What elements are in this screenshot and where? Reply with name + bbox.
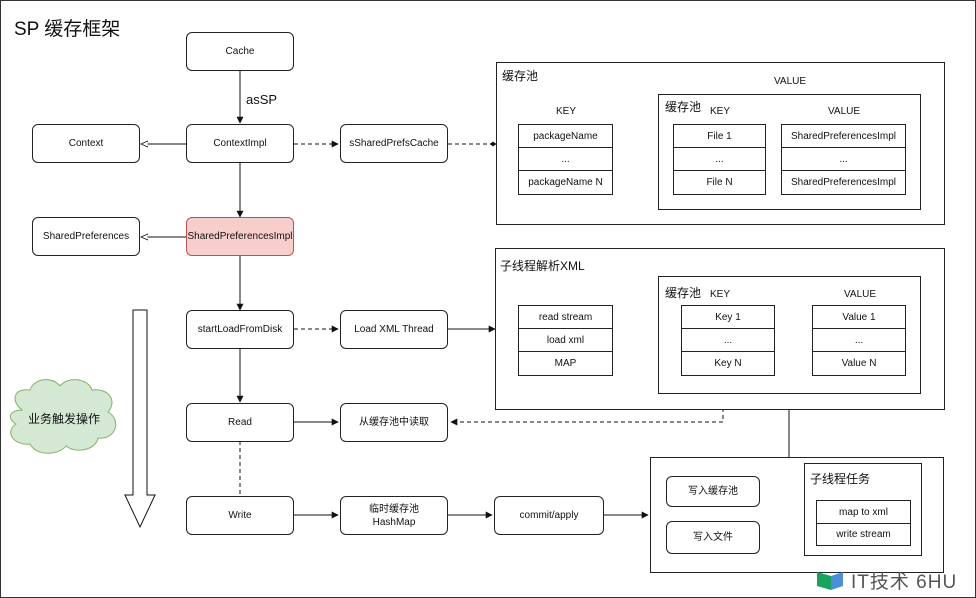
watermark-logo-icon bbox=[817, 572, 843, 590]
thread-inner-key-header: KEY bbox=[710, 289, 731, 300]
pool-value-cell: ... bbox=[781, 147, 906, 171]
thread-value-cell: Value 1 bbox=[812, 305, 906, 329]
read-from-pool-node: 从缓存池中读取 bbox=[340, 403, 448, 442]
pool-file-cell: File N bbox=[673, 170, 766, 195]
pool-key-table: packageName ... packageName N bbox=[518, 124, 613, 195]
cloud-label: 业务触发操作 bbox=[27, 412, 100, 426]
task-step-cell: map to xml bbox=[816, 500, 911, 524]
pool-key-cell: ... bbox=[518, 147, 613, 171]
thread-inner-title: 缓存池 bbox=[665, 286, 702, 300]
task-steps-table: map to xml write stream bbox=[816, 500, 911, 546]
thread-value-table: Value 1 ... Value N bbox=[812, 305, 906, 376]
task-group-title: 子线程任务 bbox=[810, 472, 871, 486]
pool-value-cell: SharedPreferencesImpl bbox=[781, 124, 906, 148]
thread-inner-value-header: VALUE bbox=[844, 289, 877, 300]
thread-key-cell: Key 1 bbox=[681, 305, 775, 329]
thread-group-title: 子线程解析XML bbox=[500, 259, 585, 273]
pool-key-cell: packageName bbox=[518, 124, 613, 148]
thread-key-cell: ... bbox=[681, 328, 775, 352]
task-step-cell: write stream bbox=[816, 523, 911, 546]
thread-value-cell: ... bbox=[812, 328, 906, 352]
pool-inner-key-header: KEY bbox=[710, 106, 731, 117]
diagram-title: SP 缓存框架 bbox=[14, 19, 121, 40]
temp-pool-label: 临时缓存池 bbox=[369, 503, 419, 515]
shared-prefs-cache-node: sSharedPrefsCache bbox=[340, 124, 448, 163]
pool-value-header: VALUE bbox=[774, 76, 807, 87]
shared-preferences-node: SharedPreferences bbox=[32, 217, 140, 256]
cache-node: Cache bbox=[186, 32, 294, 71]
pool-file-table: File 1 ... File N bbox=[673, 124, 766, 195]
shared-preferences-impl-node: SharedPreferencesImpl bbox=[186, 217, 294, 256]
cloud-shape bbox=[9, 379, 117, 454]
watermark: IT技术 6HU bbox=[815, 566, 957, 594]
thread-step-cell: load xml bbox=[518, 328, 613, 352]
context-impl-node: ContextImpl bbox=[186, 124, 294, 163]
read-node: Read bbox=[186, 403, 294, 442]
thread-step-cell: read stream bbox=[518, 305, 613, 329]
pool-value-cell: SharedPreferencesImpl bbox=[781, 170, 906, 195]
pool-value-table: SharedPreferencesImpl ... SharedPreferen… bbox=[781, 124, 906, 195]
flow-down-arrow bbox=[124, 309, 156, 529]
write-pool-node: 写入缓存池 bbox=[666, 476, 760, 507]
thread-step-cell: MAP bbox=[518, 351, 613, 376]
pool-file-cell: File 1 bbox=[673, 124, 766, 148]
pool-inner-value-header: VALUE bbox=[828, 106, 861, 117]
load-xml-thread-node: Load XML Thread bbox=[340, 310, 448, 349]
pool-inner-title: 缓存池 bbox=[665, 100, 702, 114]
temp-pool-node: 临时缓存池 HashMap bbox=[340, 496, 448, 535]
write-file-node: 写入文件 bbox=[666, 521, 760, 554]
commit-apply-node: commit/apply bbox=[494, 496, 604, 535]
thread-steps-table: read stream load xml MAP bbox=[518, 305, 613, 376]
pool-file-cell: ... bbox=[673, 147, 766, 171]
pool-key-cell: packageName N bbox=[518, 170, 613, 195]
write-node: Write bbox=[186, 496, 294, 535]
pool-key-header: KEY bbox=[556, 106, 577, 117]
context-node: Context bbox=[32, 124, 140, 163]
hashmap-label: HashMap bbox=[372, 516, 416, 528]
thread-value-cell: Value N bbox=[812, 351, 906, 376]
as-sp-label: asSP bbox=[246, 92, 278, 107]
watermark-text: IT技术 6HU bbox=[851, 571, 958, 593]
thread-key-cell: Key N bbox=[681, 351, 775, 376]
thread-key-table: Key 1 ... Key N bbox=[681, 305, 775, 376]
pool-group-title: 缓存池 bbox=[502, 69, 539, 83]
start-load-node: startLoadFromDisk bbox=[186, 310, 294, 349]
